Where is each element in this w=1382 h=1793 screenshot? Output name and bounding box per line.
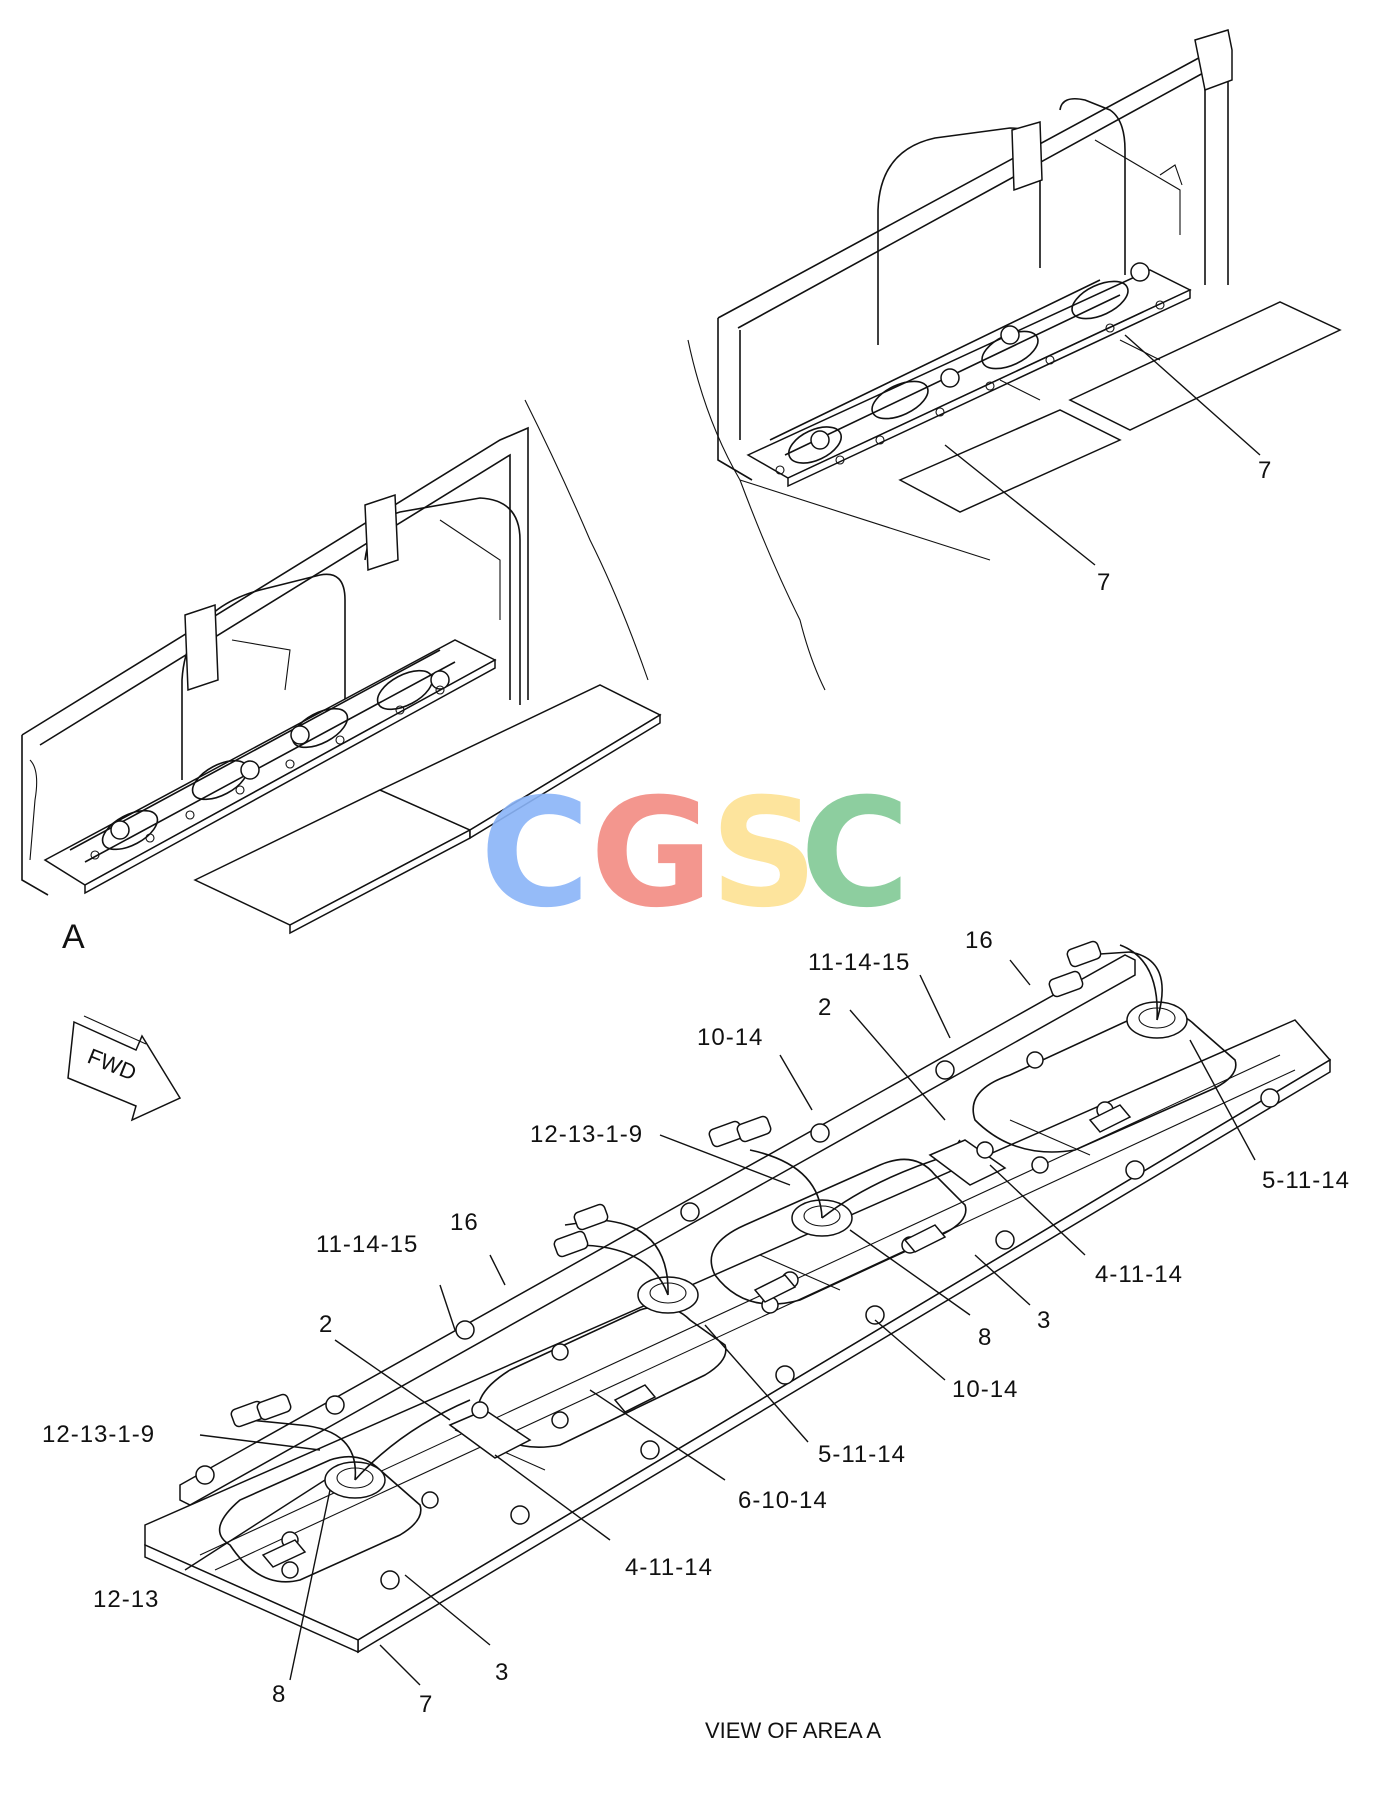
callout-11-14-15-left: 11-14-15 xyxy=(316,1231,418,1258)
callout-4-11-14-right: 4-11-14 xyxy=(1095,1261,1183,1288)
watermark-letter-3: S xyxy=(710,767,818,941)
callout-7-bottom: 7 xyxy=(419,1691,433,1718)
left-assembly-view xyxy=(21,399,662,935)
callout-8-left: 8 xyxy=(272,1681,286,1708)
callout-labels: 7 7 16 11-14-15 2 10-14 12-13-1-9 5-11-1… xyxy=(42,457,1350,1718)
callout-3-left: 3 xyxy=(495,1659,509,1686)
callout-5-11-14-right: 5-11-14 xyxy=(1262,1167,1350,1194)
callout-10-14-lower: 10-14 xyxy=(952,1376,1018,1403)
callout-2-left: 2 xyxy=(319,1311,333,1338)
callout-16-left: 16 xyxy=(450,1209,479,1236)
watermark-letter-4: C xyxy=(800,767,910,941)
leader-lines xyxy=(184,334,1261,1686)
callout-6-10-14: 6-10-14 xyxy=(738,1487,828,1514)
callout-11-14-15-right: 11-14-15 xyxy=(808,949,910,976)
watermark-letter-1: C xyxy=(480,767,590,941)
view-caption: VIEW OF AREA A xyxy=(705,1718,881,1743)
callout-12-13: 12-13 xyxy=(93,1586,159,1613)
callout-7-lower: 7 xyxy=(1097,569,1111,596)
callout-2-right: 2 xyxy=(818,994,832,1021)
fwd-arrow-icon: FWD xyxy=(67,1015,182,1122)
view-marker-a: A xyxy=(62,918,85,956)
watermark: C G S C xyxy=(480,767,910,941)
callout-3-right: 3 xyxy=(1037,1307,1051,1334)
callout-16-right: 16 xyxy=(965,927,994,954)
callout-7-upper: 7 xyxy=(1258,457,1272,484)
callout-4-11-14-left: 4-11-14 xyxy=(625,1554,713,1581)
watermark-letter-2: G xyxy=(590,767,713,941)
callout-10-14-upper: 10-14 xyxy=(697,1024,763,1051)
top-right-assembly-view xyxy=(687,29,1342,691)
callout-8-right: 8 xyxy=(978,1324,992,1351)
detail-view xyxy=(144,940,1332,1654)
callout-5-11-14-left: 5-11-14 xyxy=(818,1441,906,1468)
callout-12-13-1-9-left: 12-13-1-9 xyxy=(42,1421,155,1448)
callout-12-13-1-9-right: 12-13-1-9 xyxy=(530,1121,643,1148)
